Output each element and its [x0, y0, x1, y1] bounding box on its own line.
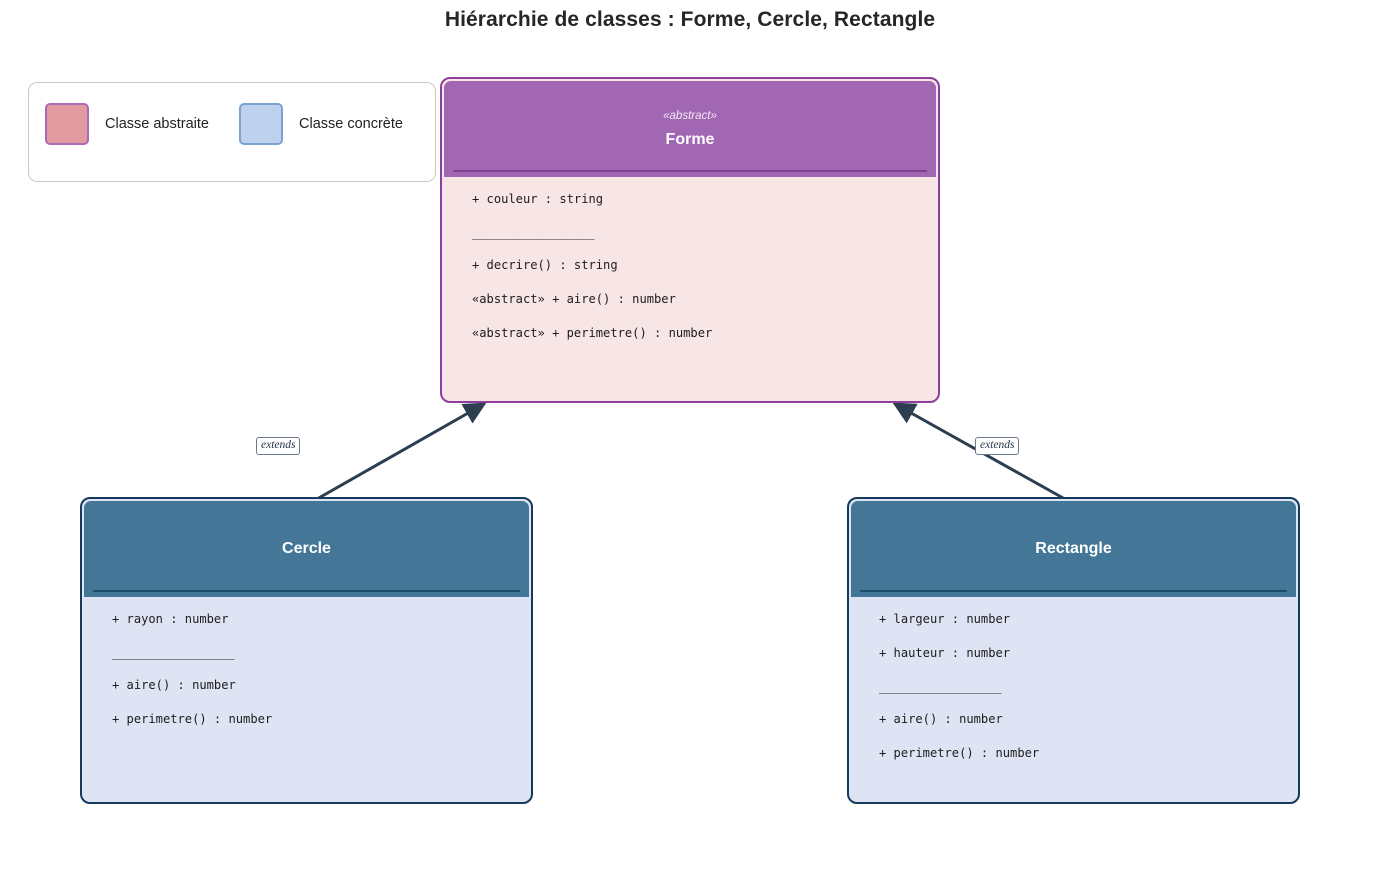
- class-name-cercle: Cercle: [282, 540, 331, 557]
- class-header-rule-forme: [453, 169, 927, 172]
- class-header-forme: «abstract» Forme: [444, 81, 936, 177]
- class-box-forme[interactable]: «abstract» Forme + couleur : string ____…: [440, 77, 940, 403]
- legend-item-concrete: Classe concrète: [239, 103, 403, 145]
- class-member-separator: __________________: [879, 680, 1002, 695]
- page-title: Hiérarchie de classes : Forme, Cercle, R…: [444, 8, 936, 31]
- class-header-cercle: Cercle: [84, 501, 529, 597]
- class-member-separator: __________________: [112, 646, 235, 661]
- class-method: + aire() : number: [112, 678, 236, 693]
- class-body-rectangle: + largeur : number + hauteur : number __…: [849, 597, 1298, 800]
- class-method: «abstract» + aire() : number: [472, 292, 676, 307]
- class-body-cercle: + rayon : number __________________ + ai…: [82, 597, 531, 800]
- class-header-rectangle: Rectangle: [851, 501, 1296, 597]
- class-box-cercle[interactable]: Cercle + rayon : number ________________…: [80, 497, 533, 804]
- class-attribute: + largeur : number: [879, 612, 1011, 626]
- class-method: + perimetre() : number: [879, 746, 1040, 761]
- class-name-forme: Forme: [665, 130, 715, 148]
- edge-label-cercle-extends: extends: [256, 437, 301, 455]
- class-header-rule-rectangle: [860, 589, 1287, 592]
- legend-swatch-abstract-icon: [45, 103, 89, 145]
- edge-cercle-extends-forme: [309, 402, 487, 505]
- class-method: + aire() : number: [879, 712, 1003, 727]
- legend-label-abstract: Classe abstraite: [105, 116, 209, 132]
- edge-label-rectangle-extends: extends: [975, 437, 1020, 455]
- legend-swatch-concrete-icon: [239, 103, 283, 145]
- class-method: + decrire() : string: [472, 258, 618, 273]
- legend: Classe abstraite Classe concrète: [28, 82, 436, 182]
- class-header-rule-cercle: [93, 589, 520, 592]
- class-member-separator: __________________: [472, 226, 595, 241]
- legend-item-abstract: Classe abstraite: [45, 103, 209, 145]
- class-method: + perimetre() : number: [112, 712, 273, 727]
- class-name-rectangle: Rectangle: [1035, 540, 1112, 557]
- class-box-rectangle[interactable]: Rectangle + largeur : number + hauteur :…: [847, 497, 1300, 804]
- class-method: «abstract» + perimetre() : number: [472, 326, 713, 341]
- class-stereotype-forme: «abstract»: [663, 109, 717, 122]
- class-attribute: + couleur : string: [472, 192, 604, 206]
- class-attribute: + rayon : number: [112, 612, 229, 626]
- legend-label-concrete: Classe concrète: [299, 116, 403, 132]
- class-attribute: + hauteur : number: [879, 646, 1011, 661]
- class-body-forme: + couleur : string __________________ + …: [442, 177, 938, 399]
